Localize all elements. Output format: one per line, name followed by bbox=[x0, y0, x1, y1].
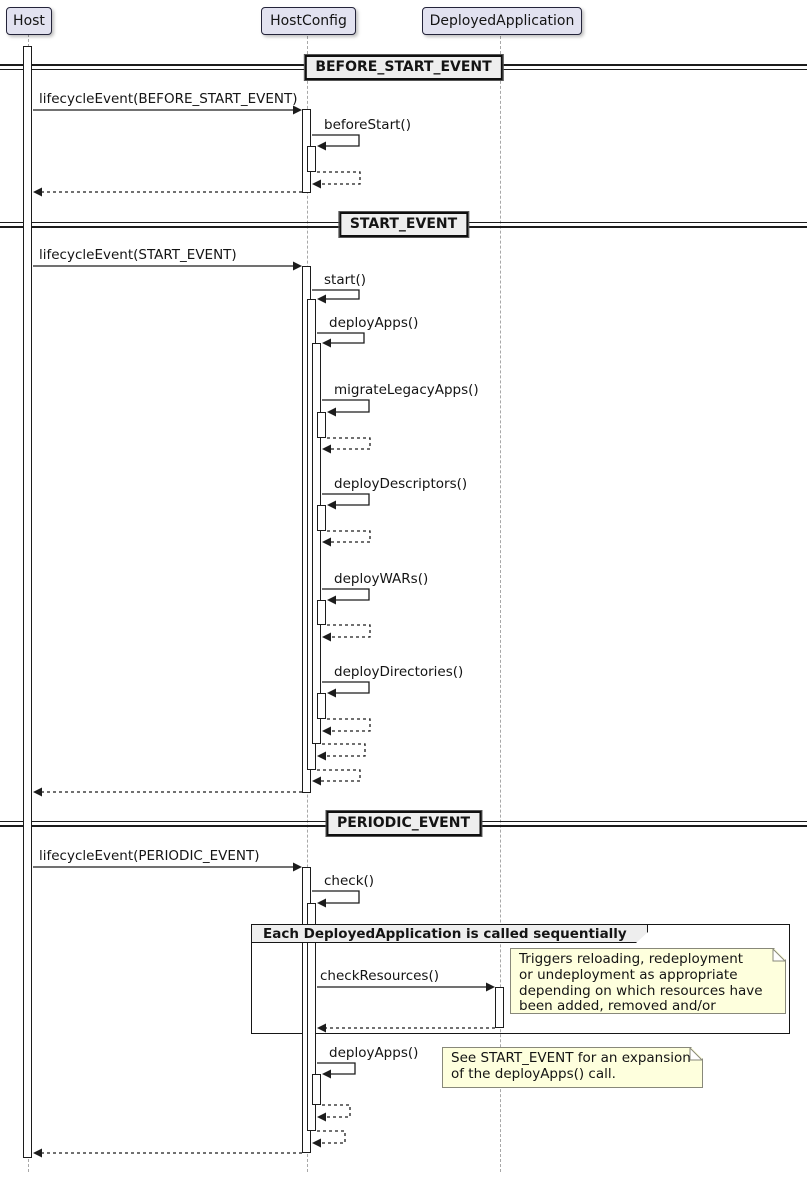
arrow-beforestart-return bbox=[317, 171, 361, 185]
message-check: check() bbox=[324, 873, 375, 889]
lifeline-deployedapplication bbox=[499, 31, 501, 1172]
arrowhead bbox=[33, 787, 42, 797]
message-start: start() bbox=[324, 272, 366, 288]
activation-deploywars bbox=[317, 600, 326, 625]
note-deployapps: See START_EVENT for an expansion of the … bbox=[442, 1047, 703, 1088]
message-deploydirectories: deployDirectories() bbox=[334, 664, 464, 680]
arrow-deploydescriptors-return bbox=[327, 530, 371, 543]
arrowhead bbox=[312, 776, 321, 786]
arrow-deploydirectories-call bbox=[322, 681, 370, 694]
message-lifecycle-periodic: lifecycleEvent(PERIODIC_EVENT) bbox=[39, 848, 260, 864]
activation-deploydescriptors bbox=[317, 505, 326, 531]
arrowhead bbox=[322, 726, 331, 736]
arrow-check-return bbox=[317, 1130, 346, 1144]
arrowhead bbox=[322, 444, 331, 454]
message-deployapps: deployApps() bbox=[329, 315, 419, 331]
arrowhead bbox=[322, 632, 331, 642]
message-beforestart: beforeStart() bbox=[324, 117, 411, 133]
participant-deployedapplication: DeployedApplication bbox=[422, 7, 582, 35]
arrow-beforestart-call bbox=[312, 134, 360, 147]
divider-periodic-event: PERIODIC_EVENT bbox=[324, 810, 483, 837]
arrowhead bbox=[317, 141, 326, 151]
participant-hostconfig-label: HostConfig bbox=[270, 13, 347, 29]
arrowhead bbox=[312, 179, 321, 189]
message-deployapps-periodic: deployApps() bbox=[329, 1045, 419, 1061]
message-deploydescriptors: deployDescriptors() bbox=[334, 476, 468, 492]
divider-start-event: START_EVENT bbox=[337, 211, 470, 238]
arrowhead bbox=[33, 187, 42, 197]
activation-migratelegacyapps bbox=[317, 412, 326, 438]
arrowhead bbox=[317, 1112, 326, 1122]
arrowhead bbox=[322, 338, 331, 348]
group-header: Each DeployedApplication is called seque… bbox=[251, 924, 648, 943]
arrowhead bbox=[293, 261, 302, 271]
message-deploywars: deployWARs() bbox=[334, 571, 429, 587]
note-fold-icon bbox=[772, 949, 785, 962]
activation-deploydirectories bbox=[317, 693, 326, 719]
arrowhead bbox=[327, 407, 336, 417]
participant-deployedapplication-label: DeployedApplication bbox=[429, 13, 575, 29]
arrow-deploywars-call bbox=[322, 588, 370, 601]
message-lifecycle-start: lifecycleEvent(START_EVENT) bbox=[39, 247, 237, 263]
arrow-deployapps-call bbox=[317, 332, 365, 344]
arrowhead bbox=[327, 688, 336, 698]
activation-beforestart bbox=[307, 146, 316, 172]
arrowhead bbox=[322, 537, 331, 547]
divider-before-start-event: BEFORE_START_EVENT bbox=[303, 54, 504, 81]
arrow-start-call bbox=[312, 289, 360, 300]
arrow-deployapps-return bbox=[322, 743, 366, 757]
participant-host: Host bbox=[6, 7, 52, 35]
arrowhead bbox=[322, 1069, 331, 1079]
activation-deployapps bbox=[312, 343, 321, 744]
message-migratelegacyapps: migrateLegacyApps() bbox=[334, 382, 479, 398]
arrowhead bbox=[327, 500, 336, 510]
message-checkresources: checkResources() bbox=[320, 968, 440, 984]
arrowhead bbox=[317, 751, 326, 761]
arrow-deploydescriptors-call bbox=[322, 493, 370, 506]
arrow-migratelegacyapps-return bbox=[327, 437, 371, 450]
arrowhead bbox=[33, 1148, 42, 1158]
group-label: Each DeployedApplication is called seque… bbox=[263, 925, 627, 942]
note-deployapps-text: See START_EVENT for an expansion of the … bbox=[451, 1050, 691, 1082]
arrowhead bbox=[327, 595, 336, 605]
activation-host bbox=[23, 46, 32, 1158]
activation-deployapps-periodic bbox=[312, 1074, 321, 1105]
arrowhead bbox=[317, 294, 326, 304]
activation-check bbox=[307, 903, 316, 1131]
arrow-deploywars-return bbox=[327, 624, 371, 638]
arrow-deploydirectories-return bbox=[327, 718, 371, 732]
arrowhead bbox=[312, 1138, 321, 1148]
arrowhead bbox=[293, 862, 302, 872]
participant-host-label: Host bbox=[13, 13, 45, 29]
arrow-deployapps-periodic-call bbox=[317, 1062, 356, 1075]
note-fold-icon bbox=[689, 1048, 702, 1061]
arrow-start-return bbox=[317, 769, 361, 782]
participant-hostconfig: HostConfig bbox=[261, 7, 356, 35]
arrow-deployapps-periodic-return bbox=[322, 1104, 351, 1118]
arrow-migratelegacyapps-call bbox=[322, 399, 370, 413]
message-lifecycle-before-start: lifecycleEvent(BEFORE_START_EVENT) bbox=[39, 91, 298, 107]
activation-deployedapplication bbox=[495, 987, 504, 1028]
arrowhead bbox=[317, 898, 326, 908]
arrow-check-call bbox=[312, 890, 360, 904]
note-check-resources: Triggers reloading, redeployment or unde… bbox=[510, 948, 786, 1014]
